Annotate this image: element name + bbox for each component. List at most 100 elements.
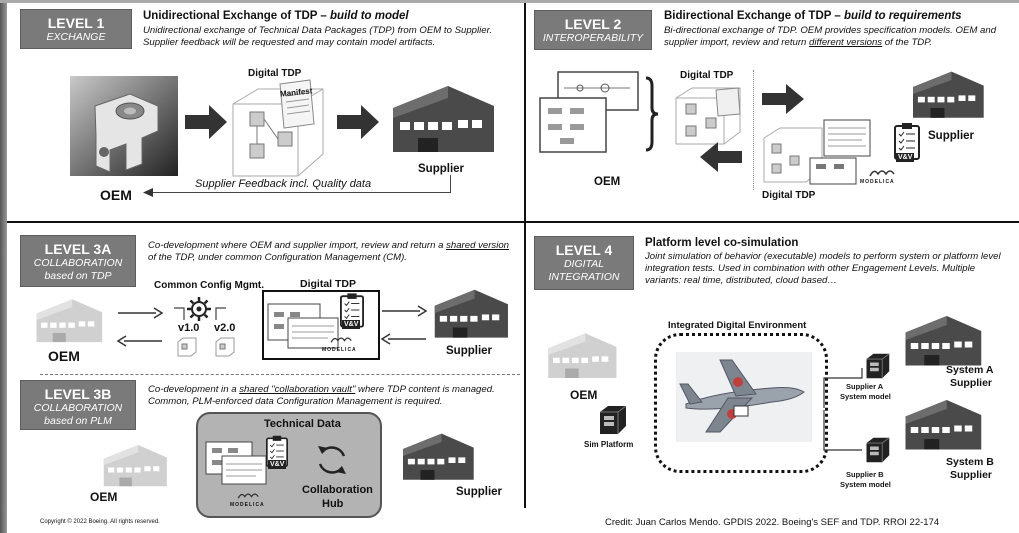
system-b-label-2: Supplier — [950, 469, 993, 481]
level2-supplier-label: Supplier — [928, 130, 975, 142]
level3b-vv-label: V&V — [268, 460, 287, 469]
supplier-factory-icon — [393, 86, 494, 152]
level3a-desc: Co-development where OEM and supplier im… — [148, 240, 513, 264]
level1-badge: LEVEL 1 EXCHANGE — [20, 9, 132, 49]
system-a-factory-icon — [905, 316, 982, 366]
supplier-a-model-icon — [866, 353, 890, 379]
aircraft-model-image — [676, 352, 812, 442]
arrow-left-icon — [700, 142, 742, 172]
system-b-label-1: System B — [946, 456, 994, 468]
level2-dotted-separator — [753, 70, 754, 190]
vertical-divider — [524, 3, 526, 508]
technical-data-screenshots — [205, 441, 267, 485]
level1-digital-tdp-label: Digital TDP — [248, 68, 302, 79]
feedback-line — [150, 192, 450, 193]
level2-modelica-label: MODELICA — [860, 179, 895, 185]
level1-heading-em: build to model — [330, 10, 409, 22]
connector-a — [823, 368, 863, 408]
branch-arrows-icon — [174, 307, 226, 320]
level3a-desc-a: Co-development where OEM and supplier im… — [148, 240, 447, 251]
integrated-environment-boundary — [654, 333, 828, 473]
arrow-right-icon — [118, 307, 164, 319]
system-a-label-1: System A — [946, 364, 994, 376]
level3b-desc-underlined: shared "collaboration vault" — [239, 384, 356, 395]
level3b-modelica-label: MODELICA — [230, 502, 265, 508]
level4-oem-label: OEM — [570, 388, 598, 402]
modelica-logo — [869, 170, 895, 177]
level1-heading-text: Unidirectional Exchange of TDP – — [143, 10, 331, 22]
sync-cycle-icon — [318, 446, 346, 474]
collaboration-hub-label-1: Collaboration — [302, 484, 373, 496]
level3a-badge-sub2: based on TDP — [44, 270, 112, 282]
gear-icon — [187, 297, 211, 321]
sim-platform-icon — [600, 405, 627, 434]
level2-desc-underlined: different versions — [809, 37, 883, 48]
oem-factory-icon — [103, 445, 167, 487]
supplier-a-model-label-1: Supplier A — [846, 382, 884, 391]
level4-heading: Platform level co-simulation — [645, 237, 799, 249]
level3a-badge: LEVEL 3A COLLABORATION based on TDP — [20, 235, 136, 287]
level1-oem-label: OEM — [100, 187, 132, 203]
level2-desc-b: of the TDP. — [882, 37, 933, 48]
level3a-modelica-label: MODELICA — [322, 347, 357, 353]
level2-digital-tdp-bottom: Digital TDP — [762, 190, 816, 201]
arrow-left-icon — [116, 335, 162, 347]
common-config-label: Common Config Mgmt. — [154, 280, 264, 291]
version-2-label: v2.0 — [214, 322, 236, 334]
left-edge-strip — [0, 0, 7, 533]
supplier-model-screenshots — [763, 119, 871, 185]
level3b-desc: Co-development in a shared "collaboratio… — [148, 384, 518, 408]
level4-badge-sub2: INTEGRATION — [548, 271, 620, 283]
level3a-badge-title: LEVEL 3A — [44, 241, 112, 257]
collaboration-hub-label-2: Hub — [322, 498, 344, 510]
feedback-vertical — [450, 175, 451, 193]
system-b-factory-icon — [905, 400, 982, 450]
level2-digital-tdp-top: Digital TDP — [680, 70, 734, 81]
oem-factory-icon — [36, 299, 103, 343]
level3a-badge-sub1: COLLABORATION — [33, 257, 123, 269]
arrow-left-icon — [143, 188, 153, 197]
supplier-factory-icon — [403, 433, 474, 480]
tdp-version-2-icon — [215, 337, 235, 357]
level3b-oem-label: OEM — [90, 490, 118, 504]
modelica-logo — [330, 337, 352, 343]
level4-badge-sub1: DIGITAL — [563, 258, 605, 270]
supplier-b-model-label-1: Supplier B — [846, 470, 884, 479]
vv-checklist-icon — [340, 293, 364, 328]
level2-desc: Bi-directional exchange of TDP. OEM prov… — [664, 25, 1014, 49]
level3a-supplier-label: Supplier — [446, 345, 493, 357]
technical-data-label: Technical Data — [264, 418, 341, 430]
system-a-label-2: Supplier — [950, 377, 993, 389]
supplier-factory-icon — [913, 71, 984, 118]
level3b-badge-sub2: based on PLM — [44, 415, 112, 427]
supplier-factory-icon — [434, 289, 508, 338]
level2-heading-text: Bidirectional Exchange of TDP – — [664, 10, 844, 22]
version-1-label: v1.0 — [178, 322, 200, 334]
level2-vv-label: V&V — [896, 153, 915, 162]
level3-divider — [40, 374, 520, 375]
level3b-badge-sub1: COLLABORATION — [33, 402, 123, 414]
level3a-digital-tdp-label: Digital TDP — [300, 278, 357, 290]
level3a-desc-underlined: shared version — [446, 240, 510, 251]
supplier-b-model-label-2: System model — [840, 480, 891, 489]
arrow-right-icon — [382, 305, 428, 317]
level3a-oem-label: OEM — [48, 348, 80, 364]
top-edge-strip — [0, 0, 1019, 3]
level1-badge-title: LEVEL 1 — [47, 15, 105, 31]
copyright-text: Copyright © 2022 Boeing. All rights rese… — [40, 519, 160, 525]
tdp-screenshots — [267, 303, 339, 349]
supplier-a-model-label-2: System model — [840, 392, 891, 401]
level2-desc-a: Bi-directional exchange of TDP. OEM prov… — [664, 25, 997, 48]
sim-platform-label: Sim Platform — [584, 440, 634, 449]
modelica-logo — [237, 493, 259, 499]
level2-badge-sub: INTEROPERABILITY — [542, 32, 644, 44]
tdp-version-1-icon — [177, 337, 197, 357]
credit-text: Credit: Juan Carlos Mendo. GPDIS 2022. B… — [605, 517, 940, 528]
arrow-right-icon — [762, 84, 804, 114]
level4-badge-title: LEVEL 4 — [555, 242, 613, 258]
level4-desc: Joint simulation of behavior (executable… — [645, 251, 1001, 286]
level1-desc: Unidirectional exchange of Technical Dat… — [143, 25, 493, 48]
digital-tdp-cube-icon — [675, 87, 741, 145]
feedback-label: Supplier Feedback incl. Quality data — [195, 178, 372, 190]
manifest-document-icon — [279, 79, 315, 129]
